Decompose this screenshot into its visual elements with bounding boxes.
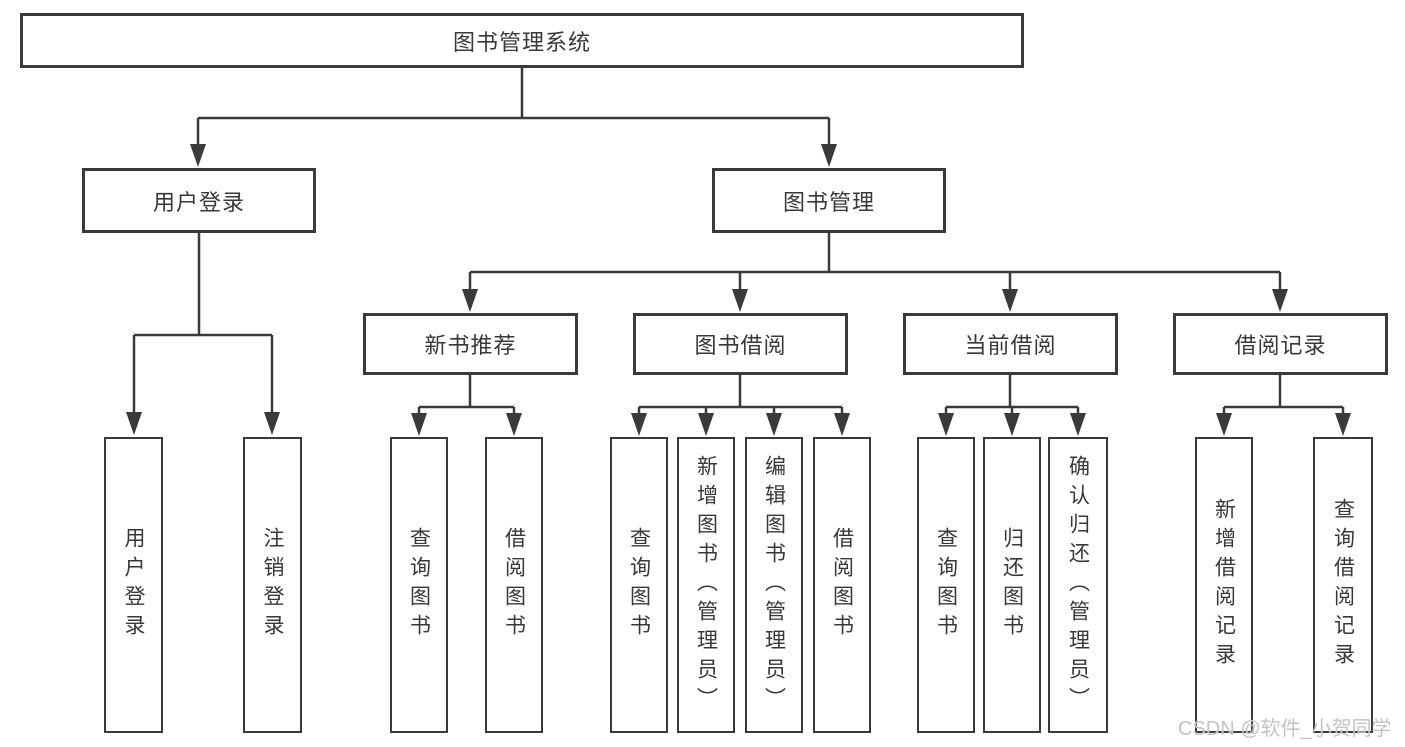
leaf-label: 注销登录 <box>261 527 284 643</box>
leaf-label: 确认归还（管理员） <box>1066 454 1090 716</box>
arrowhead <box>821 144 837 167</box>
leaf-label: 新增借阅记录 <box>1212 498 1236 672</box>
leaf-confirm-return-admin: 确认归还（管理员） <box>1048 437 1108 733</box>
connector-user-login-children <box>132 233 274 418</box>
arrowhead <box>462 289 478 312</box>
arrowhead <box>506 413 522 436</box>
arrowhead <box>732 289 748 312</box>
node-book-management: 图书管理 <box>712 168 946 233</box>
leaf-user-login: 用户登录 <box>104 437 163 733</box>
arrowhead <box>938 413 954 436</box>
leaf-label: 查询图书 <box>627 527 651 643</box>
arrowhead <box>834 413 850 436</box>
leaf-add-books-admin: 新增图书（管理员） <box>677 437 735 733</box>
csdn-watermark: CSDN @软件_小贺同学 <box>1178 718 1392 740</box>
leaf-query-borrow-record: 查询借阅记录 <box>1313 437 1373 733</box>
leaf-query-books-1: 查询图书 <box>390 437 448 733</box>
arrowhead <box>1272 289 1288 312</box>
leaf-label: 借阅图书 <box>830 527 854 643</box>
arrowheads <box>126 144 1351 436</box>
arrowhead <box>698 413 714 436</box>
connector-module2-children <box>944 375 1080 418</box>
connector-module0-children <box>417 375 516 418</box>
connector-module1-children <box>637 375 844 418</box>
arrowhead <box>1070 413 1086 436</box>
leaf-edit-books-admin: 编辑图书（管理员） <box>745 437 803 733</box>
arrowhead <box>1004 413 1020 436</box>
connector-root-to-level2 <box>196 68 831 148</box>
leaf-label: 查询图书 <box>934 527 958 643</box>
leaf-logout: 注销登录 <box>243 437 302 733</box>
arrowhead <box>766 413 782 436</box>
node-new-book-recommend: 新书推荐 <box>363 313 578 375</box>
arrowhead <box>411 413 427 436</box>
leaf-label: 用户登录 <box>122 527 145 643</box>
arrowhead <box>126 412 142 435</box>
leaf-label: 编辑图书（管理员） <box>762 454 786 716</box>
leaf-label: 借阅图书 <box>502 527 526 643</box>
leaf-borrow-books-2: 借阅图书 <box>813 437 871 733</box>
arrowhead <box>1216 413 1232 436</box>
node-user-login: 用户登录 <box>82 168 316 233</box>
leaf-label: 查询图书 <box>407 527 431 643</box>
connector-module3-children <box>1222 375 1345 418</box>
leaf-add-borrow-record: 新增借阅记录 <box>1195 437 1253 733</box>
leaf-return-books: 归还图书 <box>983 437 1041 733</box>
arrowhead <box>1002 289 1018 312</box>
leaf-borrow-books-1: 借阅图书 <box>485 437 543 733</box>
node-book-borrow: 图书借阅 <box>633 313 848 375</box>
node-borrow-records: 借阅记录 <box>1173 313 1388 375</box>
leaf-label: 查询借阅记录 <box>1331 498 1355 672</box>
leaf-label: 新增图书（管理员） <box>694 454 718 716</box>
arrowhead <box>631 413 647 436</box>
leaf-query-books-3: 查询图书 <box>917 437 975 733</box>
connector-book-mgmt-modules <box>468 233 1282 294</box>
node-current-borrow: 当前借阅 <box>903 313 1118 375</box>
arrowhead <box>1335 413 1351 436</box>
leaf-label: 归还图书 <box>1000 527 1024 643</box>
leaf-query-books-2: 查询图书 <box>610 437 668 733</box>
arrowhead <box>190 144 206 167</box>
root-node-system-title: 图书管理系统 <box>20 13 1024 68</box>
arrowhead <box>264 412 280 435</box>
